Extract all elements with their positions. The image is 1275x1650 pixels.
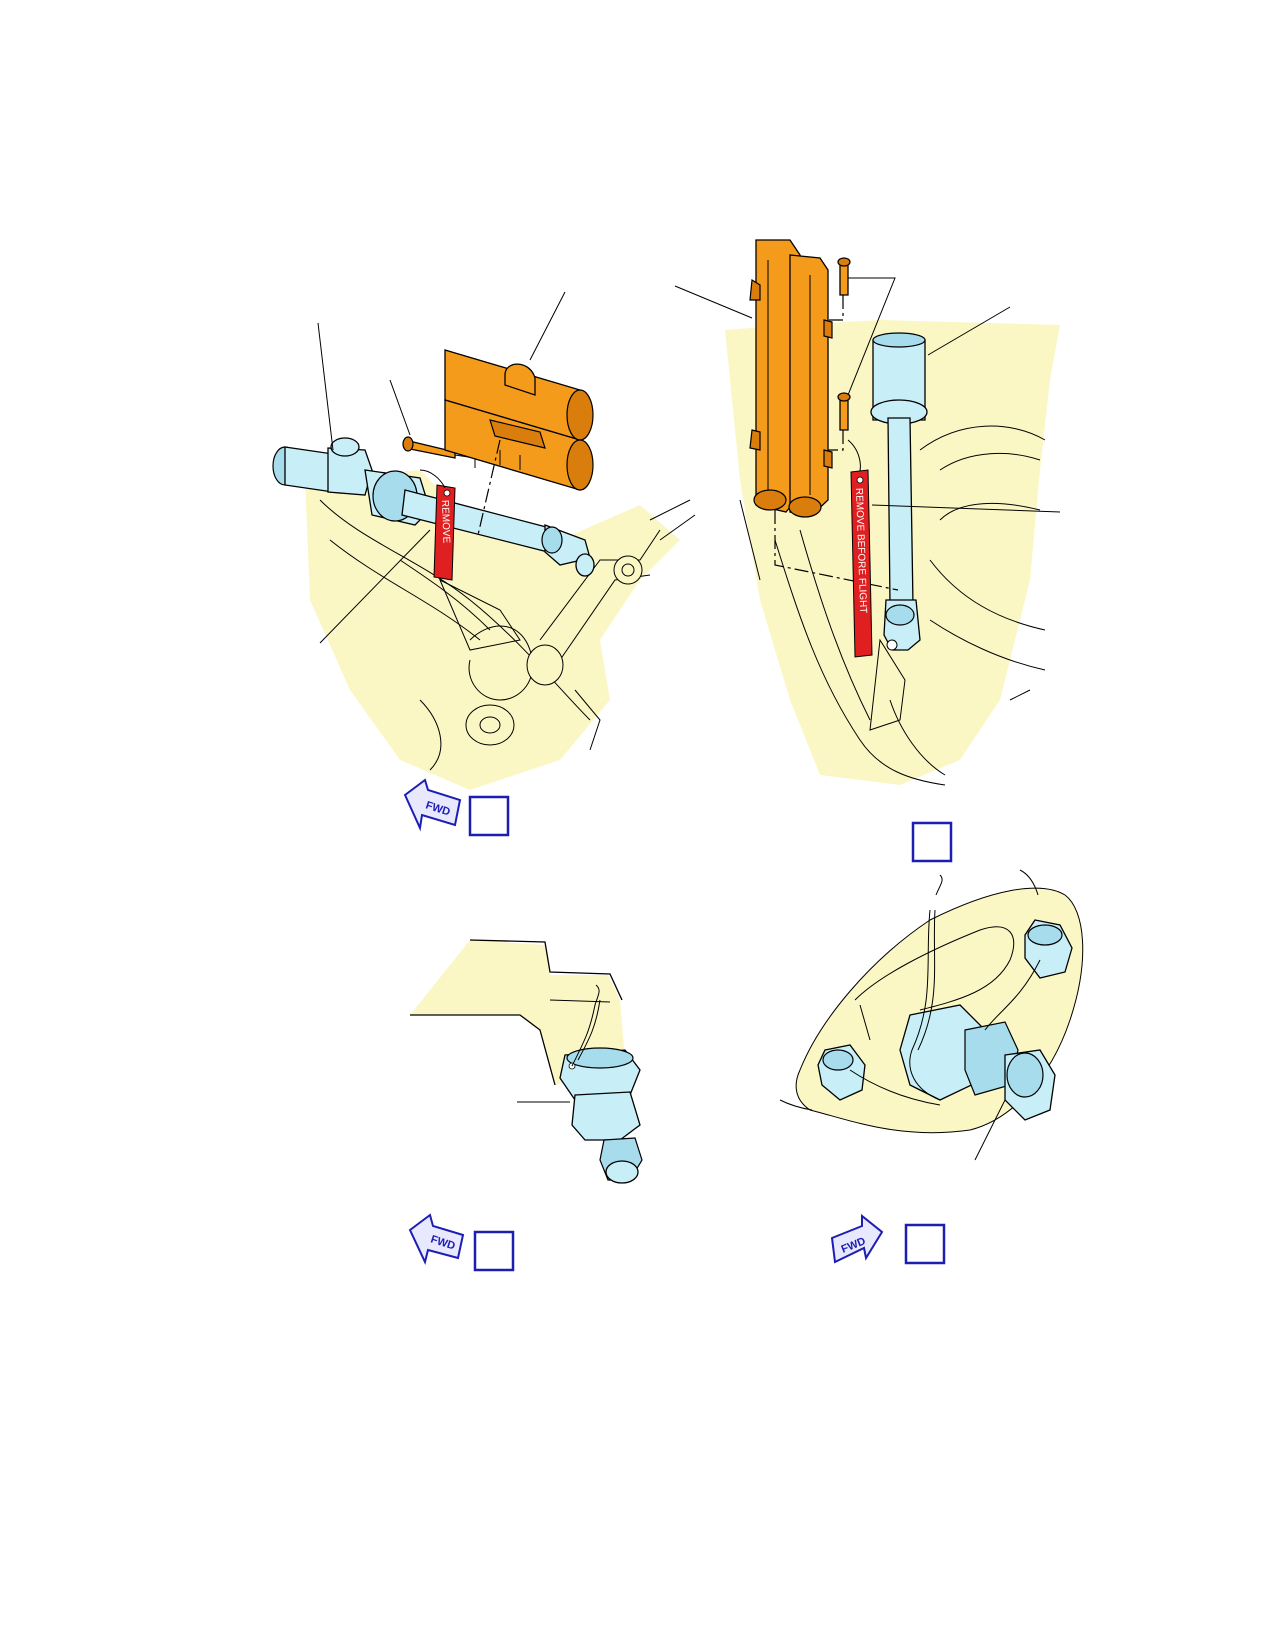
view-c-label-box xyxy=(473,1230,515,1272)
view-b-marker xyxy=(911,821,953,863)
view-a-illustration: REMOVE xyxy=(272,291,696,790)
view-c-marker: FWD xyxy=(408,1213,515,1272)
fwd-arrow-icon xyxy=(408,1213,465,1265)
view-b-label-box xyxy=(911,821,953,863)
view-d-label-box xyxy=(904,1223,946,1265)
view-a-label-box xyxy=(468,795,510,837)
view-b-illustration: REMOVE BEFORE FLIGHT xyxy=(674,239,1061,786)
fwd-arrow-icon xyxy=(403,778,462,832)
view-c-illustration xyxy=(410,939,643,1184)
view-d-marker: FWD xyxy=(830,1213,946,1265)
fwd-arrow-icon xyxy=(830,1213,884,1264)
remove-before-flight-tag-text: REMOVE BEFORE FLIGHT xyxy=(853,488,868,614)
remove-tag-text: REMOVE xyxy=(439,500,452,544)
view-d-illustration xyxy=(779,869,1084,1161)
view-a-marker: FWD xyxy=(403,778,510,837)
